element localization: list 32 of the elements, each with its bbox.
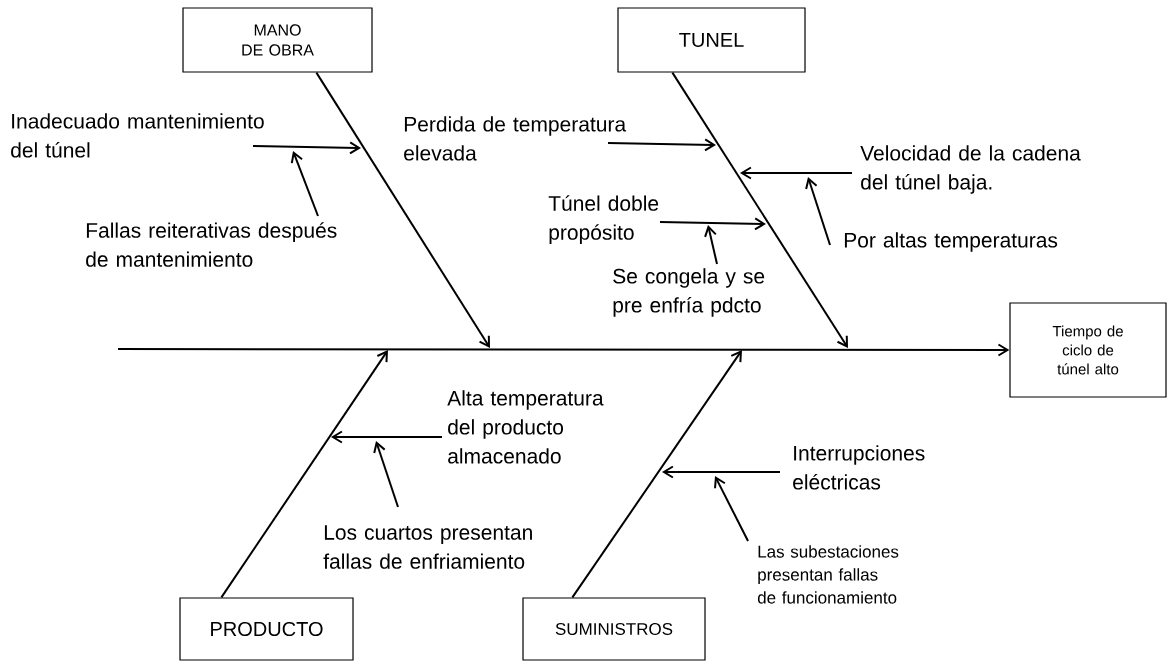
cause-text: Fallas reiterativas después de mantenimiento <box>86 222 337 267</box>
bone-arrow <box>671 71 848 348</box>
cause-text: Inadecuado mantenimiento del túnel <box>11 113 264 158</box>
cause-arrow <box>740 166 853 180</box>
category-box: PRODUCTO <box>179 597 354 661</box>
cause-text: Las subestaciones presentan fallas de funcionamiento <box>757 545 899 604</box>
bone-arrow <box>220 350 388 599</box>
cause-text: Por altas temperaturas <box>844 232 1058 252</box>
cause-arrow <box>290 151 319 217</box>
category-box: TUNEL <box>617 7 806 73</box>
cause-text: Velocidad de la cadena del túnel baja. <box>860 145 1081 194</box>
spine-arrow <box>117 343 1010 357</box>
bone-arrow <box>315 71 490 348</box>
cause-text: Los cuartos presentan fallas de enfriamiento <box>323 525 532 569</box>
effect-box: Tiempo de ciclo de túnel alto <box>1009 302 1167 398</box>
cause-text: Interrupciones eléctricas <box>793 445 925 490</box>
cause-arrow <box>805 177 831 246</box>
cause-text: Perdida de temperatura elevada <box>404 116 627 161</box>
cause-arrow <box>373 441 399 508</box>
cause-arrow <box>252 141 361 155</box>
cause-arrow <box>662 465 781 479</box>
cause-arrow <box>607 138 716 152</box>
cause-text: Alta temperatura del producto almacenado <box>447 390 604 464</box>
cause-arrow <box>331 430 443 444</box>
cause-arrow <box>659 217 766 231</box>
bone-arrow <box>571 350 742 599</box>
category-box: SUMINISTROS <box>522 597 706 661</box>
cause-text: Túnel doble propósito <box>548 195 659 244</box>
cause-arrow <box>704 225 718 265</box>
category-box: MANO DE OBRA <box>182 7 373 73</box>
cause-text: Se congela y se pre enfría pdcto <box>613 268 765 317</box>
cause-arrow <box>714 476 749 542</box>
